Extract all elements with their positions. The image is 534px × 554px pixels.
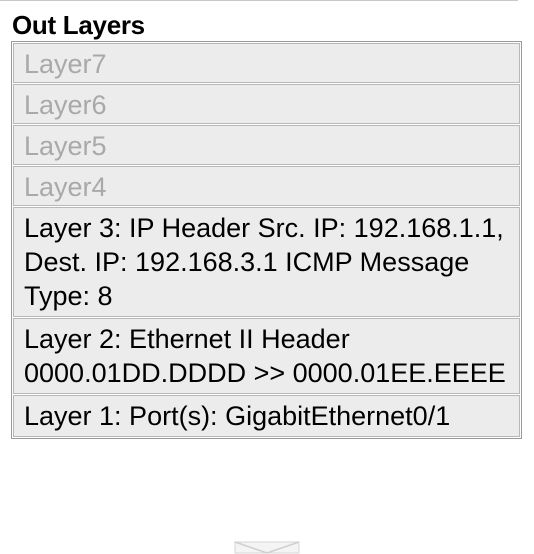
layer-item-1[interactable]: Layer 1: Port(s): GigabitEthernet0/1 [13, 395, 520, 437]
layer-item-5[interactable]: Layer5 [13, 125, 520, 165]
layer-item-3[interactable]: Layer 3: IP Header Src. IP: 192.168.1.1,… [13, 207, 520, 317]
layer-item-4[interactable]: Layer4 [13, 166, 520, 206]
panel-title: Out Layers [12, 10, 145, 40]
down-arrow-icon-graphic [234, 541, 300, 554]
layer-item-6[interactable]: Layer6 [13, 84, 520, 124]
layer-item-2[interactable]: Layer 2: Ethernet II Header 0000.01DD.DD… [13, 318, 520, 394]
top-divider [0, 0, 518, 1]
layer-item-7[interactable]: Layer7 [13, 43, 520, 83]
down-arrow-icon[interactable] [234, 538, 300, 554]
out-layers-list: Layer7 Layer6 Layer5 Layer4 Layer 3: IP … [11, 41, 522, 439]
